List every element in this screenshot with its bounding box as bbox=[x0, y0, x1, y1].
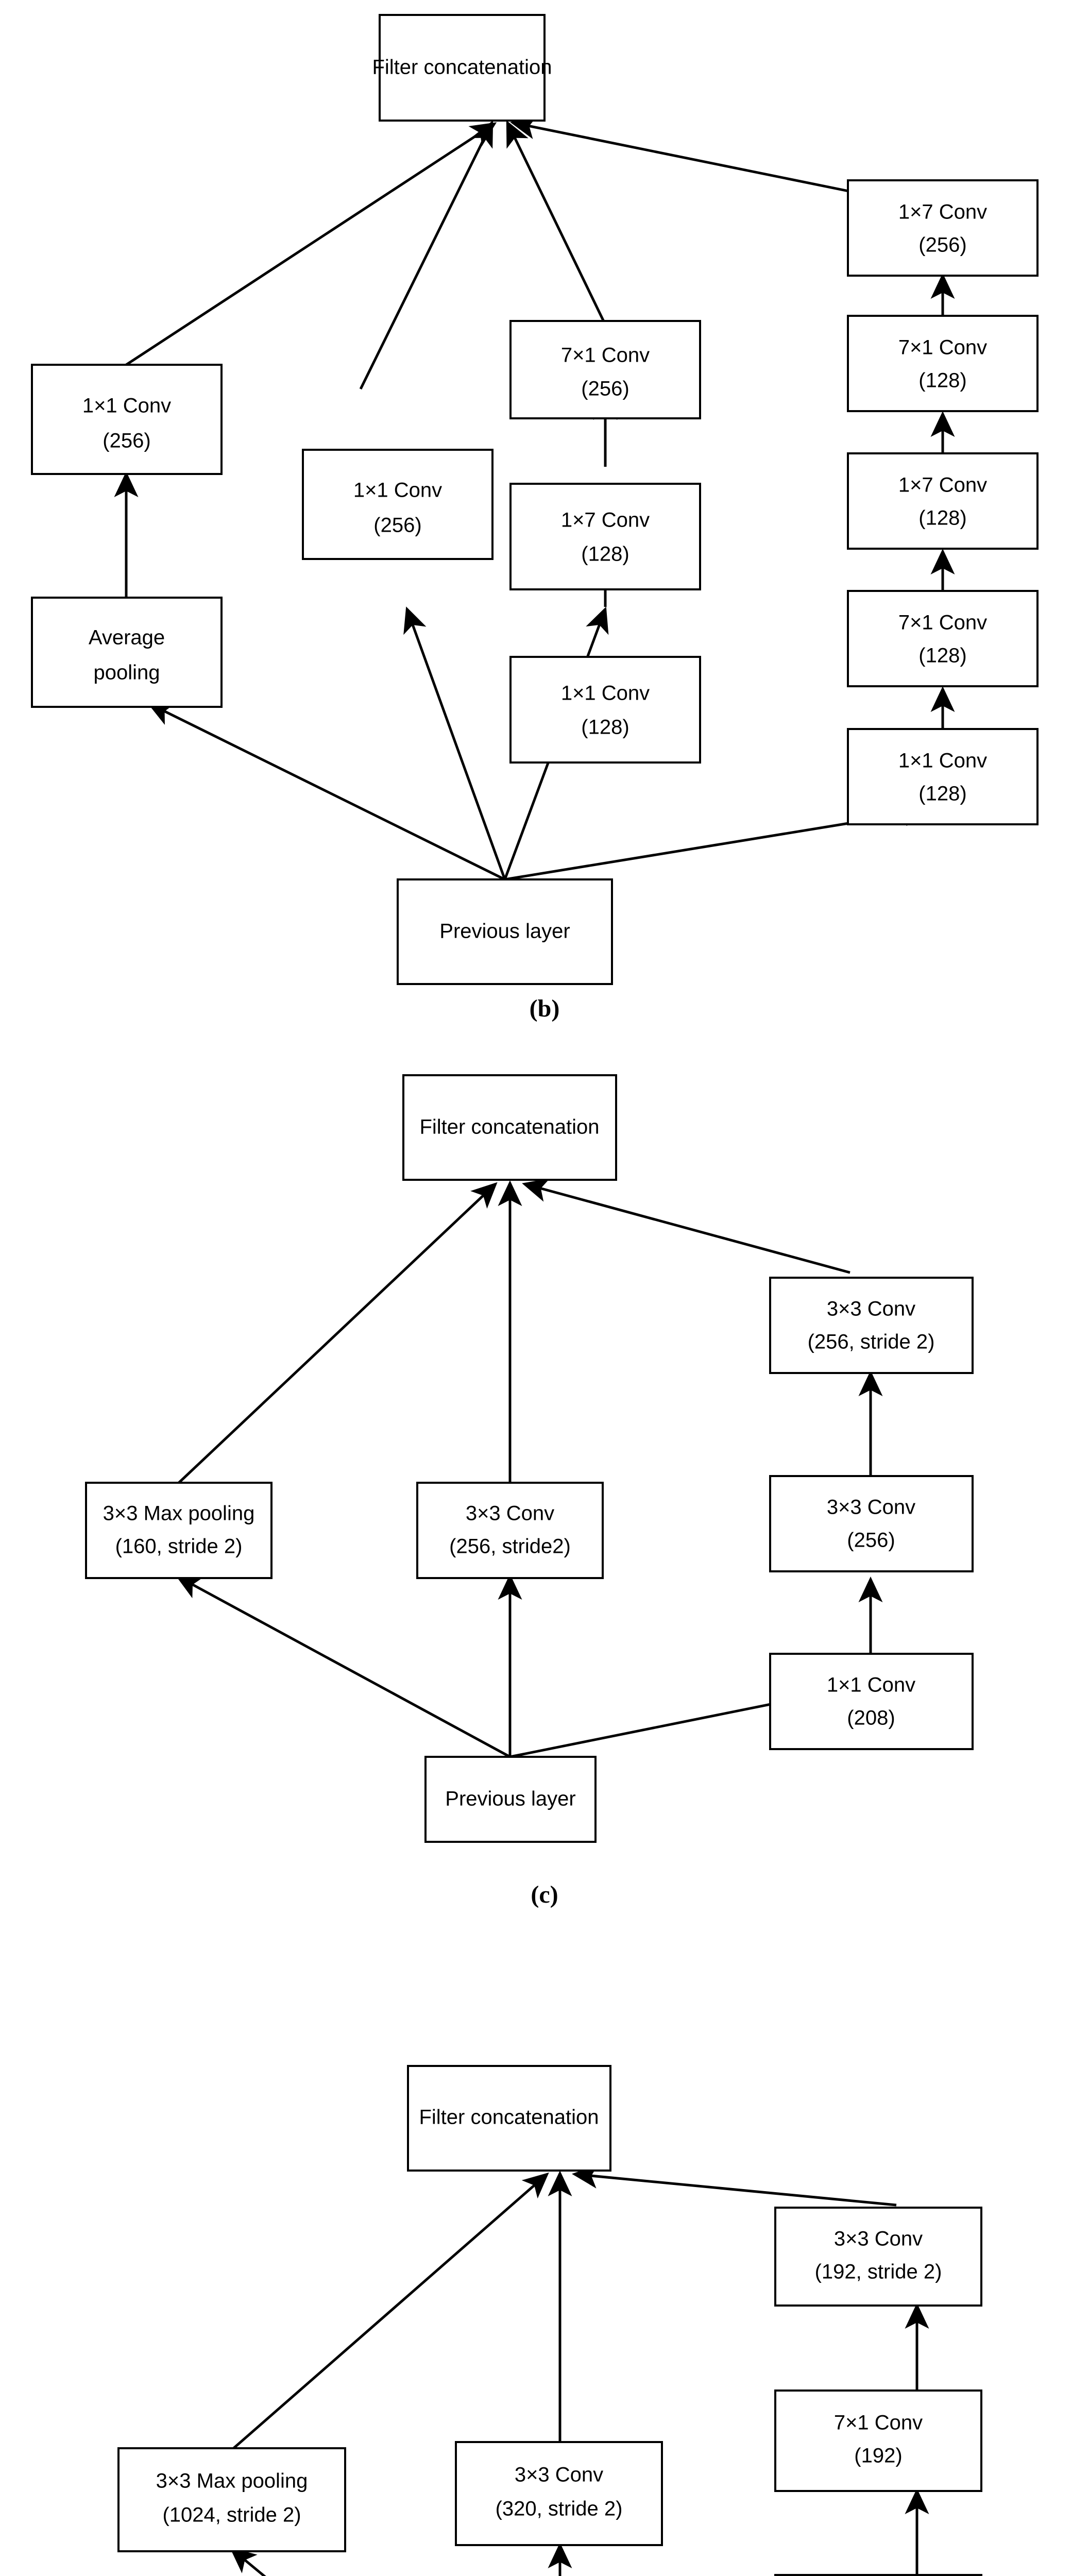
panel-b-caption: (b) bbox=[529, 995, 560, 1022]
node-c-p3-c2[interactable]: 3×3 Conv (256) bbox=[769, 1475, 974, 1572]
node-b-concat-line1: Filter concatenation bbox=[372, 56, 552, 79]
edge-c-right-to-concat bbox=[522, 1178, 850, 1274]
node-d-concat-line1: Filter concatenation bbox=[419, 2106, 599, 2129]
panel-b: Filter concatenation 1×1 Conv (256) Aver… bbox=[0, 0, 1089, 1025]
panel-b-diagram: Filter concatenation 1×1 Conv (256) Aver… bbox=[31, 14, 1039, 985]
node-c-prev-line1: Previous layer bbox=[445, 1788, 575, 1810]
node-b-p1-pool[interactable]: Average pooling bbox=[31, 597, 223, 708]
node-b-p4-c4-line2: (128) bbox=[918, 369, 966, 392]
node-c-concat[interactable]: Filter concatenation bbox=[402, 1074, 617, 1181]
node-b-prev-line1: Previous layer bbox=[439, 920, 570, 943]
panel-c: Filter concatenation 3×3 Max pooling (16… bbox=[0, 1046, 1089, 2009]
node-b-p4-c1[interactable]: 1×1 Conv (128) bbox=[847, 728, 1039, 825]
node-d-p2-c2[interactable]: 3×3 Conv (320, stride 2) bbox=[455, 2441, 663, 2546]
node-b-p1-conv[interactable]: 1×1 Conv (256) bbox=[31, 364, 223, 475]
edge-c-prev-to-maxpool bbox=[175, 1575, 511, 1758]
node-b-p4-c5-line2: (256) bbox=[918, 234, 966, 257]
node-b-p3-c1[interactable]: 1×1 Conv (128) bbox=[509, 656, 701, 764]
edge-7x1-256-to-concat bbox=[506, 120, 607, 326]
node-b-p4-c3-line2: (128) bbox=[918, 507, 966, 530]
node-d-concat[interactable]: Filter concatenation bbox=[407, 2065, 611, 2172]
node-c-p1-pool-line2: (160, stride 2) bbox=[115, 1535, 243, 1558]
node-d-p3-c4[interactable]: 3×3 Conv (192, stride 2) bbox=[774, 2207, 982, 2307]
node-d-p2-c2-line1: 3×3 Conv bbox=[515, 2464, 603, 2486]
edge-c-prev-to-1x1conv bbox=[509, 1690, 806, 1758]
node-c-p3-c2-line1: 3×3 Conv bbox=[827, 1496, 915, 1519]
edge-d-right-to-concat bbox=[572, 2164, 897, 2207]
panel-d: Filter concatenation 3×3 Max pooling (10… bbox=[0, 2025, 1089, 2576]
node-b-p1-conv-line2: (256) bbox=[103, 430, 150, 452]
node-b-prev[interactable]: Previous layer bbox=[397, 878, 613, 985]
node-b-p4-c4-line1: 7×1 Conv bbox=[898, 336, 987, 359]
node-b-p4-c2[interactable]: 7×1 Conv (128) bbox=[847, 590, 1039, 687]
node-c-concat-line1: Filter concatenation bbox=[419, 1116, 599, 1139]
node-b-p2-conv[interactable]: 1×1 Conv (256) bbox=[302, 449, 494, 560]
edge-mid-1x1-to-concat bbox=[359, 120, 494, 390]
node-c-p2-conv-line2: (256, stride2) bbox=[449, 1535, 571, 1558]
node-c-p1-pool[interactable]: 3×3 Max pooling (160, stride 2) bbox=[85, 1482, 273, 1579]
node-d-p2-c2-line2: (320, stride 2) bbox=[496, 2498, 623, 2520]
node-b-p3-c3[interactable]: 7×1 Conv (256) bbox=[509, 320, 701, 419]
node-b-p3-c2[interactable]: 1×7 Conv (128) bbox=[509, 483, 701, 590]
node-d-p3-c3-line1: 7×1 Conv bbox=[834, 2412, 923, 2434]
node-c-p3-c3-line2: (256, stride 2) bbox=[808, 1331, 935, 1353]
panel-c-caption: (c) bbox=[531, 1881, 558, 1908]
node-b-p1-pool-line1: Average bbox=[89, 626, 165, 649]
node-b-p3-c1-line2: (128) bbox=[581, 716, 629, 739]
node-d-p1-pool-line2: (1024, stride 2) bbox=[162, 2504, 301, 2527]
node-b-p4-c4[interactable]: 7×1 Conv (128) bbox=[847, 315, 1039, 412]
node-b-p3-c2-line1: 1×7 Conv bbox=[561, 509, 650, 532]
edge-d-prev-to-maxpool bbox=[230, 2547, 266, 2576]
node-b-p4-c5[interactable]: 1×7 Conv (256) bbox=[847, 179, 1039, 277]
node-d-p3-c2[interactable]: 1×7 Conv (192) bbox=[774, 2574, 982, 2576]
node-c-p3-c1-line2: (208) bbox=[847, 1707, 895, 1730]
node-c-p3-c1[interactable]: 1×1 Conv (208) bbox=[769, 1653, 974, 1750]
node-b-p1-conv-line1: 1×1 Conv bbox=[82, 395, 171, 417]
node-c-p3-c2-line2: (256) bbox=[847, 1529, 895, 1552]
node-b-p4-c2-line1: 7×1 Conv bbox=[898, 612, 987, 634]
edge-1x1-256-to-concat bbox=[125, 122, 497, 366]
node-b-p4-c1-line2: (128) bbox=[918, 783, 966, 805]
node-b-p4-c1-line1: 1×1 Conv bbox=[898, 750, 987, 772]
edge-prev-to-1x1-256 bbox=[403, 606, 506, 880]
node-b-p2-conv-line1: 1×1 Conv bbox=[353, 479, 442, 502]
node-b-p4-c3[interactable]: 1×7 Conv (128) bbox=[847, 452, 1039, 550]
node-c-p3-c1-line1: 1×1 Conv bbox=[827, 1674, 915, 1697]
panel-c-diagram: Filter concatenation 3×3 Max pooling (16… bbox=[85, 1074, 974, 1843]
panel-d-edges bbox=[230, 2164, 929, 2576]
node-b-p3-c2-line2: (128) bbox=[581, 543, 629, 566]
node-b-p3-c3-line2: (256) bbox=[581, 378, 629, 400]
node-c-p3-c3-line1: 3×3 Conv bbox=[827, 1298, 915, 1320]
node-b-p4-c3-line1: 1×7 Conv bbox=[898, 474, 987, 497]
node-b-p4-c5-line1: 1×7 Conv bbox=[898, 201, 987, 224]
node-d-p1-pool-line1: 3×3 Max pooling bbox=[156, 2470, 308, 2493]
node-b-p2-conv-line2: (256) bbox=[373, 514, 421, 537]
node-d-p3-c4-line2: (192, stride 2) bbox=[815, 2261, 942, 2283]
node-b-p4-c2-line2: (128) bbox=[918, 645, 966, 667]
node-c-p1-pool-line1: 3×3 Max pooling bbox=[103, 1502, 255, 1525]
edge-c-maxpool-to-concat bbox=[177, 1182, 498, 1485]
node-d-p3-c3-line2: (192) bbox=[854, 2445, 902, 2467]
node-b-p1-pool-line2: pooling bbox=[93, 662, 160, 684]
node-c-p3-c3[interactable]: 3×3 Conv (256, stride 2) bbox=[769, 1277, 974, 1374]
node-b-p3-c1-line1: 1×1 Conv bbox=[561, 682, 650, 705]
panel-b-edges bbox=[114, 115, 955, 881]
node-d-p3-c4-line1: 3×3 Conv bbox=[834, 2228, 923, 2250]
node-c-p2-conv[interactable]: 3×3 Conv (256, stride2) bbox=[416, 1482, 604, 1579]
node-b-concat[interactable]: Filter concatenation bbox=[372, 14, 552, 122]
panel-c-edges bbox=[175, 1178, 883, 1758]
node-c-p2-conv-line1: 3×3 Conv bbox=[466, 1502, 554, 1525]
edge-prev-to-avgpool bbox=[147, 702, 506, 881]
node-b-p3-c3-line1: 7×1 Conv bbox=[561, 344, 650, 367]
panel-d-diagram: Filter concatenation 3×3 Max pooling (10… bbox=[117, 2065, 982, 2576]
node-d-p1-pool[interactable]: 3×3 Max pooling (1024, stride 2) bbox=[117, 2447, 346, 2552]
node-c-prev[interactable]: Previous layer bbox=[424, 1756, 597, 1843]
node-d-p3-c3[interactable]: 7×1 Conv (192) bbox=[774, 2389, 982, 2492]
edge-d-maxpool-to-concat bbox=[231, 2172, 549, 2451]
